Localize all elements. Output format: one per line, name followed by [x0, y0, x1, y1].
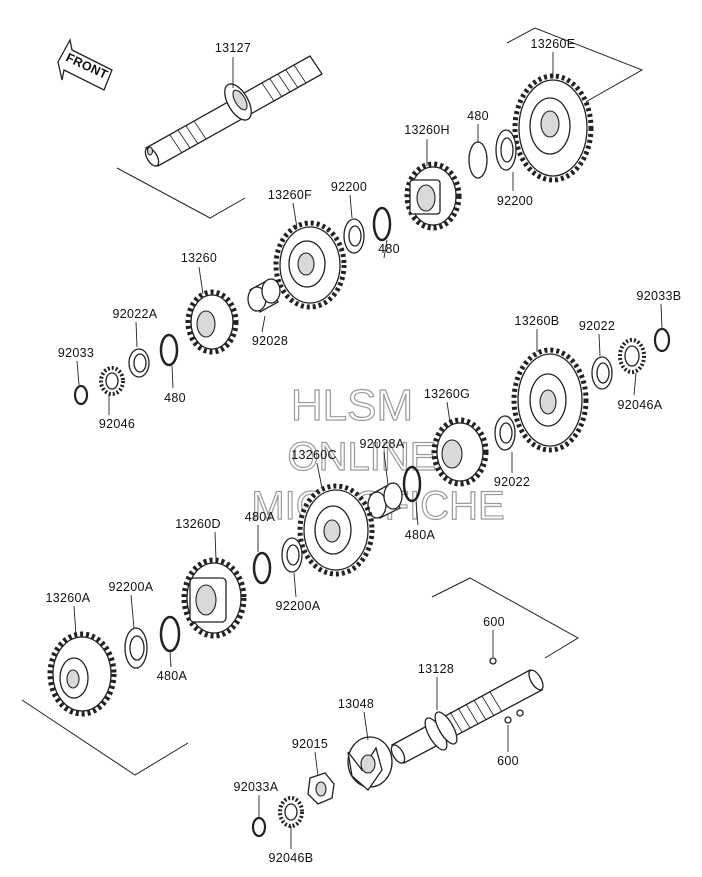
- gear-13260B: [511, 347, 589, 453]
- needle-bearing-92046A: [618, 338, 646, 374]
- label-92022A: 92022A: [113, 307, 158, 321]
- bushing-92028A: [367, 482, 403, 519]
- label-13260G: 13260G: [424, 387, 470, 401]
- circlip-480-left: [159, 333, 179, 367]
- gear-13260H: [404, 161, 462, 231]
- label-13260H: 13260H: [404, 123, 450, 137]
- gear-13260: [185, 289, 239, 355]
- ball-600-bottom: [504, 709, 524, 724]
- label-92200-right: 92200: [497, 194, 533, 208]
- circlip-92033B: [653, 327, 671, 353]
- label-480-top: 480: [467, 109, 489, 123]
- input-shaft-13127: [144, 55, 323, 167]
- gear-13260D: [181, 557, 247, 639]
- bushing-92028: [247, 278, 281, 313]
- circlip-480-mid: [372, 206, 392, 242]
- label-600-bottom: 600: [497, 754, 519, 768]
- label-92015: 92015: [292, 737, 328, 751]
- leader-lines: [73, 52, 663, 849]
- washer-92200A-left: [124, 627, 148, 669]
- watermark-line-2: ONLINE: [288, 435, 437, 479]
- label-92046A: 92046A: [618, 398, 663, 412]
- circlip-480A-mid: [402, 465, 422, 503]
- label-480A-low: 480A: [157, 669, 188, 683]
- gear-13260E: [512, 73, 594, 183]
- needle-bearing-92046B: [278, 796, 304, 828]
- label-92200-mid: 92200: [331, 180, 367, 194]
- gear-13260C: [297, 483, 375, 577]
- gear-13260G: [431, 417, 489, 487]
- label-13260C: 13260C: [291, 448, 337, 462]
- washer-92022-mid: [494, 415, 516, 451]
- label-92022-top: 92022: [579, 319, 615, 333]
- label-480-mid: 480: [378, 242, 400, 256]
- label-13260F: 13260F: [268, 188, 312, 202]
- label-92033: 92033: [58, 346, 94, 360]
- gear-13260A: [47, 631, 117, 717]
- label-92028: 92028: [252, 334, 288, 348]
- circlip-92033A: [251, 816, 267, 838]
- label-13260E: 13260E: [531, 37, 576, 51]
- label-480-left: 480: [164, 391, 186, 405]
- label-600-top: 600: [483, 615, 505, 629]
- washer-92022A: [128, 348, 150, 378]
- label-92033A: 92033A: [234, 780, 279, 794]
- label-480A-left: 480A: [245, 510, 276, 524]
- part-13048: [347, 736, 393, 791]
- label-480A-mid: 480A: [405, 528, 436, 542]
- label-92033B: 92033B: [637, 289, 682, 303]
- label-92028A: 92028A: [360, 437, 405, 451]
- circlip-92033: [73, 384, 89, 406]
- washer-92200-right: [495, 129, 517, 171]
- label-13260A: 13260A: [46, 591, 91, 605]
- label-13260: 13260: [181, 251, 217, 265]
- part-labels: 13127 13260E 480 13260H 92200 13260F 922…: [46, 37, 682, 865]
- label-13260D: 13260D: [175, 517, 221, 531]
- label-13127: 13127: [215, 41, 251, 55]
- needle-bearing-92046: [99, 366, 125, 396]
- label-13128: 13128: [418, 662, 454, 676]
- front-arrow-icon: FRONT: [57, 38, 113, 91]
- washer-92022-top: [591, 356, 613, 390]
- washer-92200A-mid: [281, 537, 303, 573]
- nut-92015: [307, 772, 335, 805]
- label-92200A-left: 92200A: [109, 580, 154, 594]
- label-92022-mid: 92022: [494, 475, 530, 489]
- output-shaft-13128: [390, 669, 544, 764]
- gear-13260F: [273, 220, 347, 310]
- assembly-bracket-lines: [21, 27, 644, 776]
- label-92046B: 92046B: [269, 851, 314, 865]
- watermark-line-1: HLSM: [291, 381, 413, 430]
- circlip-480-top: [468, 141, 488, 179]
- washer-92200-mid: [343, 218, 365, 254]
- label-13260B: 13260B: [515, 314, 560, 328]
- label-13048: 13048: [338, 697, 374, 711]
- circlip-480A-low: [159, 615, 181, 653]
- ball-600-top: [489, 657, 497, 665]
- label-92046: 92046: [99, 417, 135, 431]
- label-92200A-mid: 92200A: [276, 599, 321, 613]
- circlip-480A-left: [252, 551, 272, 585]
